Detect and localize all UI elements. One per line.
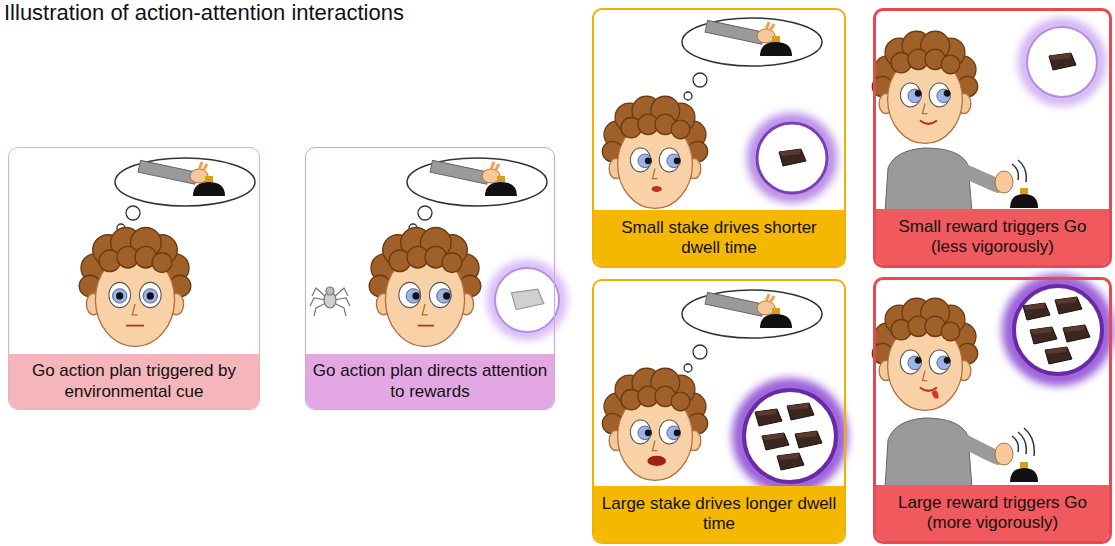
caption-band: Go action plan directs attention to rewa…: [306, 354, 554, 409]
illustration-panel: Go action plan directs attention to rewa…: [305, 147, 555, 410]
panel-caption: Small stake drives shorter dwell time: [600, 218, 838, 259]
illustration-panel: Large stake drives longer dwell time: [592, 279, 846, 544]
panel-caption: Go action plan triggered by environmenta…: [15, 361, 253, 402]
panel-caption: Large reward triggers Go (more vigorousl…: [882, 493, 1103, 534]
caption-band: Large stake drives longer dwell time: [594, 486, 844, 542]
illustration-panel: Small reward triggers Go (less vigorousl…: [873, 8, 1112, 268]
caption-band: Small stake drives shorter dwell time: [594, 210, 844, 266]
panel-caption: Small reward triggers Go (less vigorousl…: [882, 217, 1103, 258]
caption-band: Small reward triggers Go (less vigorousl…: [876, 209, 1109, 265]
panel-caption: Large stake drives longer dwell time: [600, 494, 838, 535]
figure-title: Illustration of action-attention interac…: [4, 0, 404, 26]
illustration-panel: Large reward triggers Go (more vigorousl…: [873, 277, 1112, 544]
illustration-panel: Small stake drives shorter dwell time: [592, 8, 846, 268]
caption-band: Go action plan triggered by environmenta…: [9, 354, 259, 409]
caption-band: Large reward triggers Go (more vigorousl…: [876, 485, 1109, 541]
panel-caption: Go action plan directs attention to rewa…: [312, 361, 548, 402]
illustration-panel: Go action plan triggered by environmenta…: [8, 147, 260, 410]
